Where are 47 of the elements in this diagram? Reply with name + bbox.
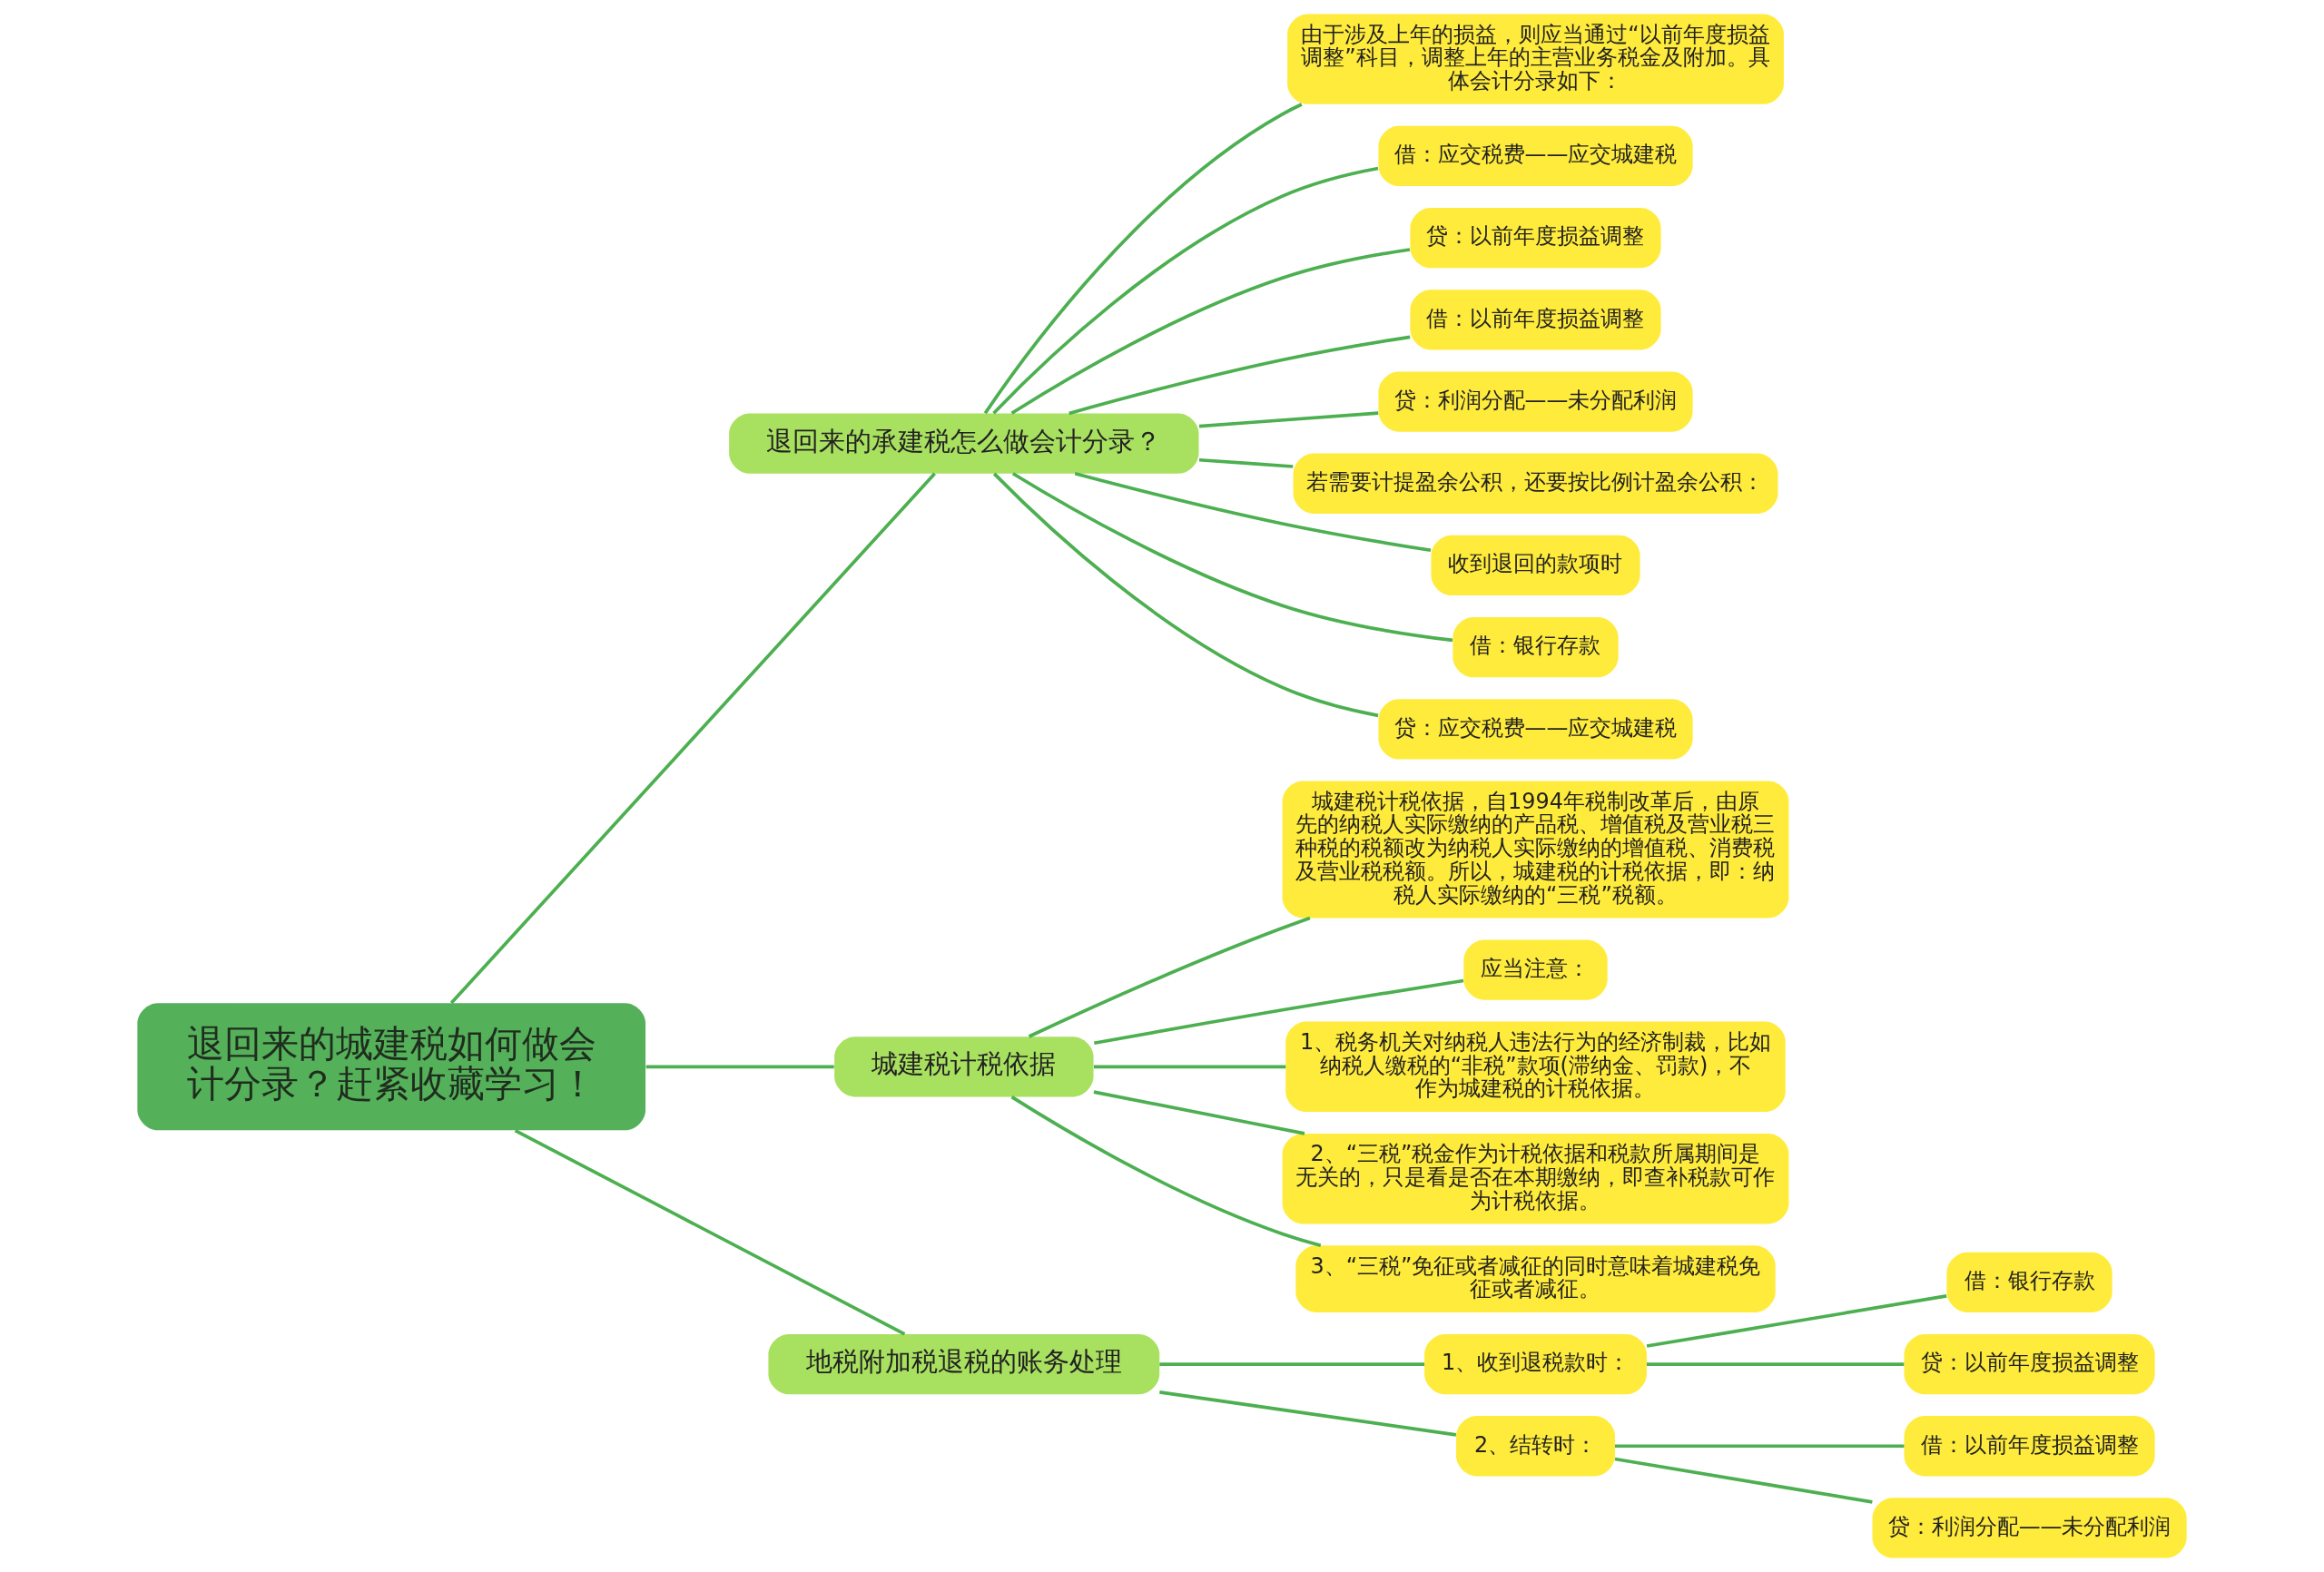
connector: [645, 1065, 834, 1069]
node-box: 地税附加税退税的账务处理: [768, 1333, 1160, 1395]
node-box: 城建税计税依据，自1994年税制改革后，由原先的纳税人实际缴纳的产品税、增值税及营业税三种税的税额改为纳税人实际缴纳的增值税、消费税及营业税税额。所以，城建税的计税依据，即：纳税人实际缴纳的“三税”税额。: [1282, 781, 1789, 919]
connector: [1011, 472, 1453, 643]
node-box: 3、“三税”免征或者减征的同时意味着城建税免征或者减征。: [1295, 1245, 1776, 1312]
node-box: 借：以前年度损益调整: [1904, 1416, 2155, 1477]
connector: [992, 166, 1379, 415]
connector: [1028, 916, 1311, 1038]
connector: [1614, 1444, 1905, 1449]
node-box: 应当注意：: [1463, 939, 1608, 1000]
connector: [1093, 1065, 1286, 1069]
node-box: 借：以前年度损益调整: [1410, 290, 1661, 350]
connector: [1198, 411, 1379, 428]
node-box: 若需要计提盈余公积，还要按比例计盈余公积：: [1293, 453, 1778, 514]
connector: [1198, 457, 1294, 468]
connector: [1093, 1090, 1305, 1135]
connector: [1068, 335, 1411, 416]
connector: [1159, 1362, 1425, 1366]
connector: [1010, 1095, 1322, 1248]
connector: [1646, 1294, 1947, 1348]
node-box: 收到退回的款项时: [1431, 535, 1640, 596]
node-box: 贷：以前年度损益调整: [1410, 207, 1661, 269]
connector: [1646, 1362, 1905, 1366]
node-box: 借：银行存款: [1946, 1252, 2112, 1312]
connector: [514, 1129, 906, 1336]
connector: [1074, 471, 1432, 553]
node-box: 贷：利润分配——未分配利润: [1378, 371, 1693, 432]
node-box: 贷：利润分配——未分配利润: [1872, 1498, 2187, 1558]
node-box: 1、收到退税款时：: [1424, 1333, 1647, 1395]
node-box: 贷：以前年度损益调整: [1904, 1333, 2155, 1395]
connector: [1159, 1390, 1457, 1437]
node-box: 退回来的承建税怎么做会计分录？: [729, 413, 1199, 474]
node-box: 城建税计税依据: [834, 1037, 1094, 1097]
node-box: 贷：应交税费——应交城建税: [1378, 699, 1693, 760]
connector: [992, 472, 1379, 718]
node-box: 借：银行存款: [1452, 617, 1619, 678]
connector: [1010, 248, 1411, 415]
connector: [1093, 978, 1464, 1046]
node-box: 2、结转时：: [1456, 1416, 1615, 1477]
node-box: 由于涉及上年的损益，则应当通过“以前年度损益调整”科目，调整上年的主营业务税金及附加。具体会计分录如下：: [1287, 14, 1784, 104]
node-box: 1、税务机关对纳税人违法行为的经济制裁，比如纳税人缴税的“非税”款项(滞纳金、罚款)，不作为城建税的计税依据。: [1285, 1021, 1786, 1113]
connector: [983, 103, 1303, 415]
connector: [1614, 1457, 1873, 1504]
node-box: 退回来的城建税如何做会计分录？赶紧收藏学习！: [137, 1003, 646, 1131]
node-box: 2、“三税”税金作为计税依据和税款所属期间是无关的，只是看是否在本期缴纳，即查补税款可作为计税依据。: [1282, 1133, 1789, 1224]
node-box: 借：应交税费——应交城建税: [1378, 125, 1693, 186]
connector: [449, 472, 936, 1005]
